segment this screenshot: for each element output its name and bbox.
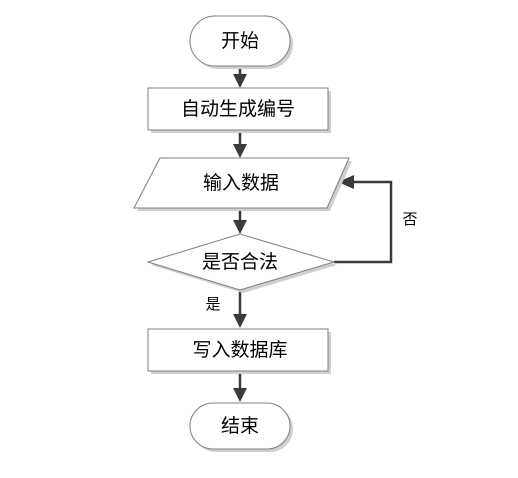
- node-start: 开始: [189, 15, 293, 69]
- arrowhead-input-to-check: [233, 220, 247, 234]
- start-terminator-shape: [189, 15, 291, 67]
- arrowhead-check-to-write: [233, 314, 247, 328]
- input-label: 输入数据: [203, 172, 279, 194]
- write-label: 写入数据库: [192, 339, 287, 361]
- end-label: 结束: [221, 415, 259, 437]
- node-input: 输入数据: [133, 157, 352, 211]
- edge-label-no: 否: [402, 210, 417, 228]
- arrowhead-check-to-input-loop: [338, 175, 354, 189]
- arrowhead-write-to-end: [233, 388, 247, 402]
- end-terminator-shape: [189, 402, 291, 450]
- node-generate: 自动生成编号: [147, 87, 331, 133]
- check-label: 是否合法: [202, 251, 278, 273]
- input-data-shape: [133, 157, 350, 209]
- node-end: 结束: [189, 402, 293, 452]
- arrowhead-generate-to-input: [233, 144, 247, 158]
- arrowhead-start-to-generate: [233, 74, 247, 88]
- node-write: 写入数据库: [147, 328, 331, 374]
- node-check: 是否合法: [146, 233, 337, 293]
- check-decision-shape: [146, 233, 336, 291]
- edge-label-yes: 是: [205, 295, 220, 313]
- edge-check-to-input-loop: [334, 180, 393, 264]
- edges: [233, 66, 393, 402]
- generate-process-shape: [147, 87, 329, 131]
- write-process-shape: [147, 328, 329, 372]
- start-label: 开始: [221, 30, 259, 52]
- generate-label: 自动生成编号: [181, 98, 295, 120]
